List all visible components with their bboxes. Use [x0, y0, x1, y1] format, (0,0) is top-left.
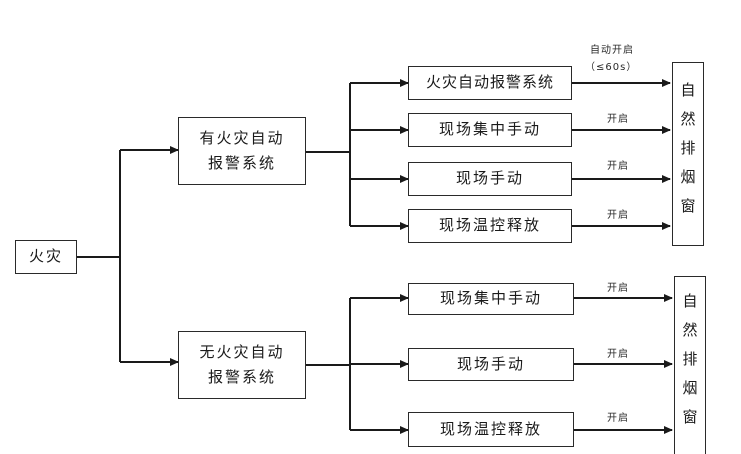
- with-alarm-line2: 报警系统: [207, 154, 276, 172]
- top-action-manual: 现场手动: [408, 162, 572, 196]
- bottom-action-temp-release: 现场温控释放: [408, 412, 574, 447]
- smoke-window-top-label: 自然排烟窗: [678, 81, 697, 227]
- without-alarm-line1: 无火灾自动: [199, 342, 285, 361]
- top-action-auto-alarm: 火灾自动报警系统: [408, 66, 572, 100]
- bottom-action-manual: 现场手动: [408, 348, 574, 381]
- without-alarm-line2: 报警系统: [207, 368, 276, 386]
- with-alarm-system-node: 有火灾自动 报警系统: [178, 117, 306, 185]
- auto-open-time-label: （≤60s）: [585, 62, 638, 73]
- without-alarm-system-node: 无火灾自动 报警系统: [178, 331, 306, 399]
- smoke-window-top: 自然排烟窗: [672, 62, 704, 246]
- with-alarm-line1: 有火灾自动: [199, 128, 285, 147]
- fire-label: 火灾: [28, 247, 63, 266]
- open-label-bottom-1: 开启: [607, 283, 629, 294]
- top-action-temp-release: 现场温控释放: [408, 209, 572, 243]
- open-label-top-2: 开启: [607, 161, 629, 172]
- fire-node: 火灾: [15, 240, 77, 274]
- open-label-bottom-3: 开启: [607, 413, 629, 424]
- smoke-window-bottom: 自然排烟窗: [674, 276, 706, 454]
- auto-open-label: 自动开启: [590, 45, 634, 56]
- open-label-bottom-2: 开启: [607, 349, 629, 360]
- open-label-top-1: 开启: [607, 114, 629, 125]
- top-action-centralized-manual: 现场集中手动: [408, 113, 572, 147]
- bottom-action-centralized-manual: 现场集中手动: [408, 283, 574, 315]
- open-label-top-3: 开启: [607, 210, 629, 221]
- smoke-window-bottom-label: 自然排烟窗: [680, 293, 699, 438]
